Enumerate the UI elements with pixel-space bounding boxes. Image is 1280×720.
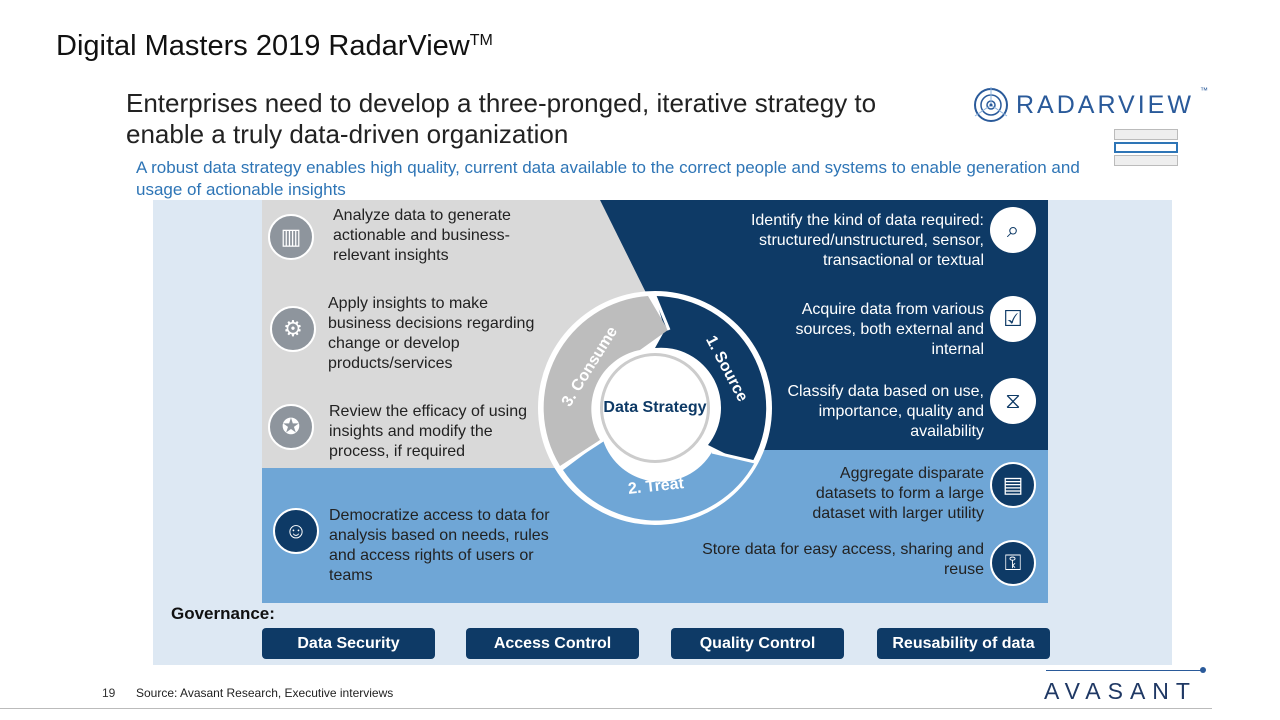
- avasant-logo: AVASANT: [1044, 678, 1197, 704]
- brand-dot: [1200, 667, 1206, 673]
- page-number: 19: [102, 686, 116, 700]
- brand-line: [1046, 670, 1202, 671]
- governance-label: Governance:: [171, 604, 275, 623]
- document-check-icon: ☑: [990, 296, 1036, 342]
- radarview-logo: RADARVIEW ™: [972, 86, 1208, 124]
- ring-source: [655, 296, 767, 466]
- consume-item-2: Apply insights to make business decision…: [328, 295, 535, 372]
- treat-item-1: Aggregate disparate datasets to form a l…: [812, 465, 984, 522]
- head-gears-icon: ⚙: [270, 306, 316, 352]
- ring-treat: [563, 440, 755, 521]
- governance-data-security: Data Security: [262, 628, 435, 659]
- source-item-2: Acquire data from various sources, both …: [795, 301, 984, 358]
- logo-text: RADARVIEW: [1016, 90, 1194, 119]
- governance-quality-control: Quality Control: [671, 628, 844, 659]
- analytics-icon: ▥: [268, 214, 314, 260]
- source-item-1: Identify the kind of data required: stru…: [750, 212, 984, 269]
- source-item-3: Classify data based on use, importance, …: [787, 383, 984, 440]
- subheadline: A robust data strategy enables high qual…: [136, 158, 1080, 199]
- nav-bar-3: [1114, 155, 1178, 166]
- logo-tm: ™: [1199, 86, 1208, 95]
- governance-reusability: Reusability of data: [877, 628, 1050, 659]
- key-icon: ⚿: [990, 540, 1036, 586]
- nav-bar-2-active: [1114, 142, 1178, 153]
- footer-divider: [0, 708, 1212, 709]
- center-data-strategy: Data Strategy: [600, 353, 710, 463]
- hierarchy-clock-icon: ⧖: [990, 378, 1036, 424]
- ring-consume: [543, 296, 668, 466]
- treat-left-item: Democratize access to data for analysis …: [329, 507, 550, 584]
- source-note: Source: Avasant Research, Executive inte…: [136, 686, 394, 700]
- treat-item-2: Store data for easy access, sharing and …: [702, 541, 984, 578]
- consume-item-3: Review the efficacy of using insights an…: [329, 403, 528, 460]
- slide-title: Digital Masters 2019 RadarViewTM: [56, 30, 493, 62]
- server-icon: ▤: [990, 462, 1036, 508]
- consume-item-1: Analyze data to generate actionable and …: [333, 207, 511, 264]
- users-access-icon: ☺: [273, 508, 319, 554]
- headline: Enterprises need to develop a three-pron…: [126, 88, 877, 149]
- radar-icon: [974, 87, 1008, 122]
- governance-access-control: Access Control: [466, 628, 639, 659]
- magnifier-icon: ⌕: [990, 207, 1036, 253]
- nav-bar-1: [1114, 129, 1178, 140]
- certificate-icon: ✪: [268, 404, 314, 450]
